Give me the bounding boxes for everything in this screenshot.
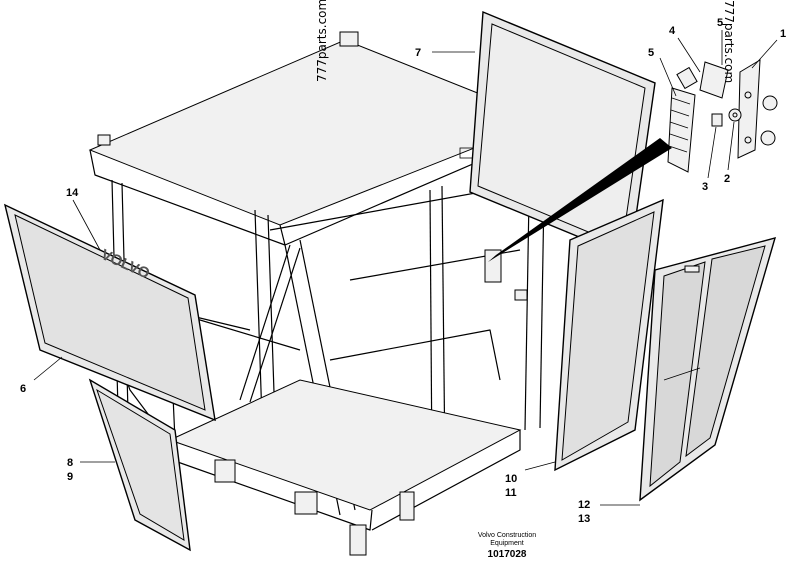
hinge-1 bbox=[737, 59, 761, 159]
footer-line1: Volvo Construction bbox=[478, 532, 536, 539]
watermark-right: 777parts.com bbox=[722, 0, 736, 83]
callout-9: 9 bbox=[67, 471, 73, 483]
leader-lines bbox=[33, 30, 778, 506]
latch-handle-5 bbox=[667, 87, 696, 173]
callout-6: 6 bbox=[20, 383, 26, 395]
latch-assembly bbox=[667, 59, 778, 173]
screw-3 bbox=[711, 113, 723, 127]
callout-5-right: 5 bbox=[717, 17, 723, 29]
callout-7: 7 bbox=[415, 47, 421, 59]
callout-5-left: 5 bbox=[648, 47, 654, 59]
footer-line2: Equipment bbox=[490, 540, 524, 547]
callout-4: 4 bbox=[669, 25, 676, 37]
cab-floor bbox=[168, 379, 522, 511]
callout-3: 3 bbox=[702, 181, 708, 193]
callout-2: 2 bbox=[724, 173, 730, 185]
callout-14: 14 bbox=[66, 187, 79, 199]
latch-on-frame bbox=[484, 249, 502, 283]
callout-12: 12 bbox=[578, 499, 590, 511]
drawing-number: 1017028 bbox=[488, 549, 527, 560]
callout-13: 13 bbox=[578, 513, 590, 525]
callout-10: 10 bbox=[505, 473, 517, 485]
callout-8: 8 bbox=[67, 457, 73, 469]
callout-11: 11 bbox=[505, 487, 517, 499]
latch-plate-4 bbox=[699, 61, 729, 99]
detail-pointer bbox=[488, 138, 672, 262]
callout-1: 1 bbox=[780, 28, 786, 40]
watermark-left: 777parts.com bbox=[315, 0, 329, 82]
